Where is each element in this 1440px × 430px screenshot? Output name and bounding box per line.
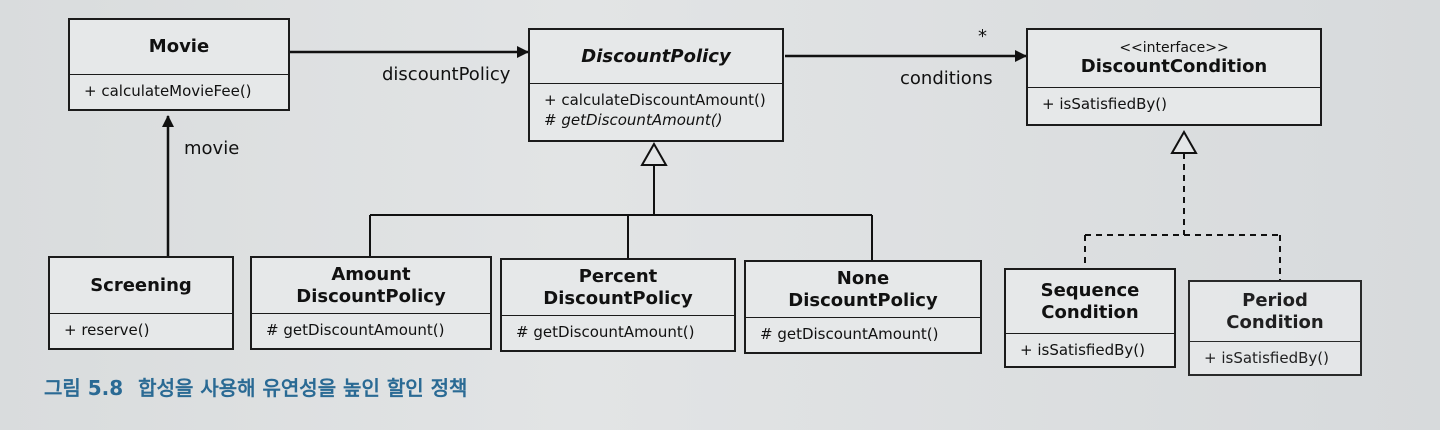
label-conditions: conditions — [900, 68, 993, 89]
operation: + calculateDiscountAmount() — [544, 91, 766, 109]
class-screening-name: Screening — [90, 274, 192, 296]
class-period-condition: Period Condition + isSatisfiedBy() — [1188, 280, 1362, 376]
class-name: None DiscountPolicy — [746, 262, 980, 318]
operation: # getDiscountAmount() — [266, 321, 445, 339]
class-name: Amount DiscountPolicy — [252, 258, 490, 314]
class-name: Movie — [70, 20, 288, 75]
label-discount-policy: discountPolicy — [382, 64, 511, 85]
class-discount-condition-name: DiscountCondition — [1080, 55, 1268, 77]
operation: # getDiscountAmount() — [760, 325, 939, 343]
class-screening: Screening + reserve() — [48, 256, 234, 350]
class-operations: + isSatisfiedBy() — [1190, 342, 1360, 368]
class-name-line: Amount — [331, 263, 411, 285]
class-sequence-condition: Sequence Condition + isSatisfiedBy() — [1004, 268, 1176, 368]
figure-caption: 그림 5.8 합성을 사용해 유연성을 높인 할인 정책 — [44, 372, 467, 401]
realization-discountcondition — [1084, 129, 1281, 280]
operation: + isSatisfiedBy() — [1204, 349, 1329, 367]
operation: # getDiscountAmount() — [516, 323, 695, 341]
class-name: Screening — [50, 258, 232, 314]
class-name: <<interface>> DiscountCondition — [1028, 30, 1320, 88]
class-name-line: None — [836, 267, 890, 289]
class-movie: Movie + calculateMovieFee() — [68, 18, 290, 111]
operation: + isSatisfiedBy() — [1020, 341, 1145, 359]
class-name: Sequence Condition — [1006, 270, 1174, 334]
stereotype: <<interface>> — [1119, 39, 1229, 56]
class-operations: # getDiscountAmount() — [252, 314, 490, 340]
class-percent-discount-policy: Percent DiscountPolicy # getDiscountAmou… — [500, 258, 736, 352]
class-operations: + isSatisfiedBy() — [1028, 88, 1320, 114]
label-multiplicity: * — [978, 26, 987, 47]
operation-abstract: # getDiscountAmount() — [544, 111, 723, 129]
class-operations: # getDiscountAmount() — [502, 316, 734, 342]
class-name: Period Condition — [1190, 282, 1360, 342]
figure-caption-text: 합성을 사용해 유연성을 높인 할인 정책 — [138, 376, 468, 400]
class-movie-name: Movie — [148, 36, 210, 57]
class-discount-policy: DiscountPolicy + calculateDiscountAmount… — [528, 28, 784, 142]
generalization-discountpolicy — [369, 141, 873, 260]
class-operations: + isSatisfiedBy() — [1006, 334, 1174, 360]
label-movie: movie — [184, 138, 240, 159]
interface-discount-condition: <<interface>> DiscountCondition + isSati… — [1026, 28, 1322, 126]
class-operations: + calculateDiscountAmount() # getDiscoun… — [530, 84, 782, 130]
class-name-line: DiscountPolicy — [543, 287, 693, 309]
class-operations: # getDiscountAmount() — [746, 318, 980, 344]
class-operations: + reserve() — [50, 314, 232, 340]
class-name-line: DiscountPolicy — [296, 285, 446, 307]
class-discount-policy-name: DiscountPolicy — [581, 45, 731, 67]
class-name-line: DiscountPolicy — [788, 289, 938, 311]
class-operations: + calculateMovieFee() — [70, 75, 288, 101]
class-name-line: Sequence — [1040, 279, 1140, 301]
class-name-line: Period — [1242, 289, 1308, 311]
class-name-line: Condition — [1041, 301, 1139, 323]
class-amount-discount-policy: Amount DiscountPolicy # getDiscountAmoun… — [250, 256, 492, 350]
class-name-line: Percent — [578, 265, 658, 287]
figure-number: 그림 5.8 — [44, 376, 124, 400]
class-name: DiscountPolicy — [530, 30, 782, 84]
operation: + reserve() — [64, 321, 150, 339]
operation: + calculateMovieFee() — [84, 82, 252, 100]
class-name-line: Condition — [1226, 311, 1324, 333]
operation: + isSatisfiedBy() — [1042, 95, 1167, 113]
class-none-discount-policy: None DiscountPolicy # getDiscountAmount(… — [744, 260, 982, 354]
class-name: Percent DiscountPolicy — [502, 260, 734, 316]
